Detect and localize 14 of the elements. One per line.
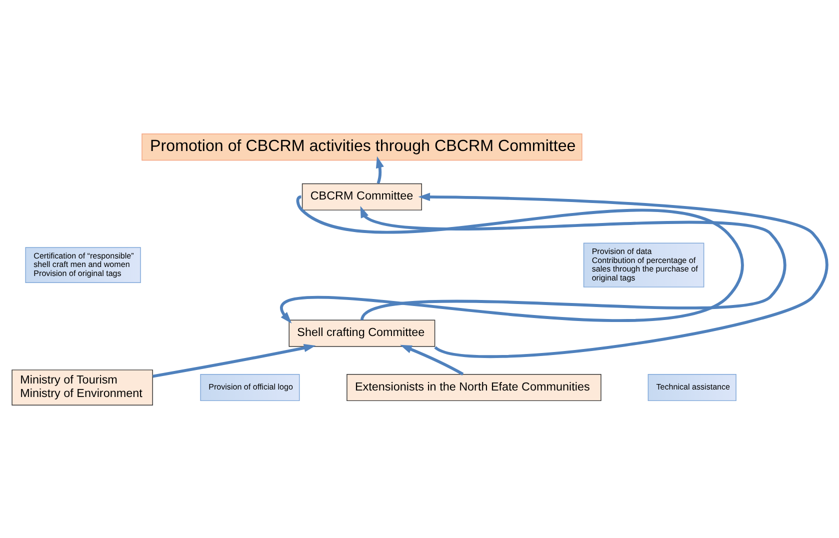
- node-box: Certification of “responsible” shell craft men and women Provision of original tags: [25, 246, 141, 283]
- node-box: Ministry of Tourism Ministry of Environment: [12, 369, 153, 405]
- node-box: Extensionists in the North Efate Communities: [346, 373, 602, 401]
- arrow: [400, 344, 464, 375]
- arrow: [418, 192, 828, 358]
- arrow: [360, 205, 786, 321]
- node-box: CBCRM Committee: [302, 182, 422, 210]
- node-box: Shell crafting Committee: [288, 319, 436, 346]
- node-box: Promotion of CBCRM activities through CBCRM Committee: [142, 133, 582, 160]
- node-box: Provision of data Contribution of percentage of sales through the purchase of original tags: [583, 242, 704, 287]
- arrow: [376, 156, 384, 184]
- node-box: Provision of official logo: [200, 373, 300, 401]
- arrow: [152, 343, 316, 378]
- node-box: Technical assistance: [648, 373, 736, 401]
